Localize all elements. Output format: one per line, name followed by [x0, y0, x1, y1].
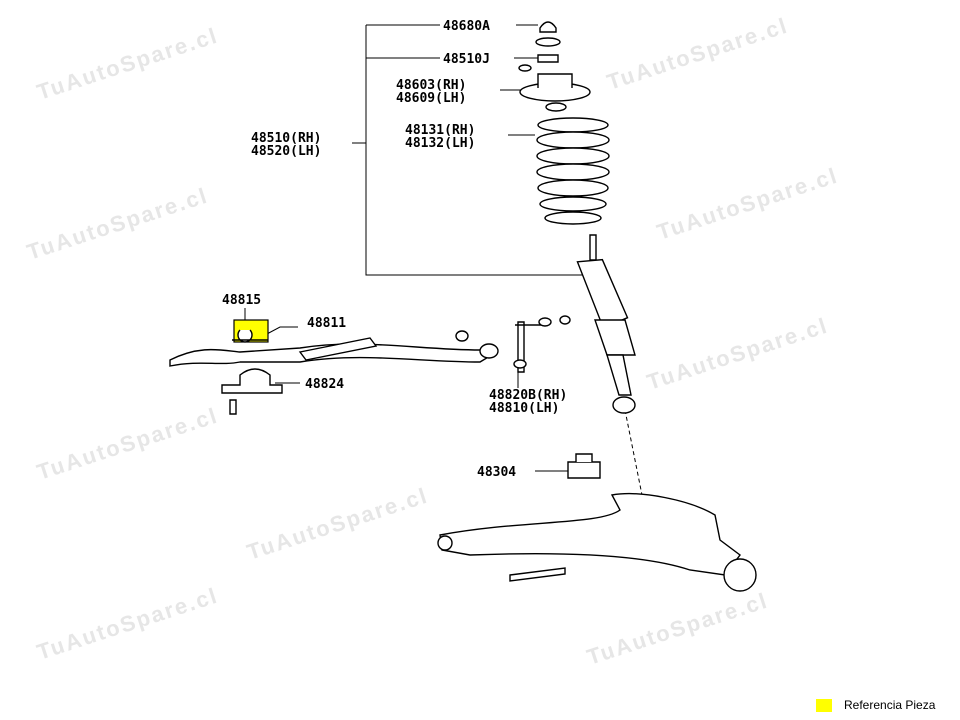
nut-48680A	[539, 21, 557, 33]
watermark-text: TuAutoSpare.cl	[34, 583, 221, 665]
bumper-48304	[567, 461, 601, 479]
lower-arm-assembly	[437, 453, 757, 592]
label-48810: 48810(LH)	[489, 401, 559, 416]
watermark-text: TuAutoSpare.cl	[34, 23, 221, 105]
coil-spring-48131	[536, 117, 610, 225]
label-48820B: 48820B(RH)	[489, 388, 567, 403]
legend-swatch-highlight	[816, 698, 832, 712]
label-48510J: 48510J	[443, 52, 490, 67]
shock-absorber-48510	[576, 258, 629, 329]
label-48824: 48824	[305, 377, 344, 392]
stabilizer-assembly	[169, 315, 571, 415]
bushing-48510J	[537, 54, 559, 63]
watermark-text: TuAutoSpare.cl	[604, 13, 791, 95]
label-48520: 48520(LH)	[251, 144, 321, 159]
part-labels: 48680A 48510J 48603(RH) 48609(LH) 48131(…	[222, 19, 567, 480]
legend: Referencia Pieza	[816, 698, 935, 712]
watermark-text: TuAutoSpare.cl	[654, 163, 841, 245]
label-48680A: 48680A	[443, 19, 490, 34]
label-48811: 48811	[307, 316, 346, 331]
legend-label: Referencia Pieza	[844, 698, 936, 712]
label-48603: 48603(RH)	[396, 78, 466, 93]
label-48304: 48304	[477, 465, 516, 480]
watermark-text: TuAutoSpare.cl	[34, 403, 221, 485]
label-48510: 48510(RH)	[251, 131, 321, 146]
bracket-48824	[221, 368, 283, 394]
watermark-text: TuAutoSpare.cl	[24, 183, 211, 265]
shock-rod	[589, 234, 597, 261]
label-48815: 48815	[222, 293, 261, 308]
label-48609: 48609(LH)	[396, 91, 466, 106]
label-48131: 48131(RH)	[405, 123, 475, 138]
label-48132: 48132(LH)	[405, 136, 475, 151]
lower-control-arm	[439, 493, 741, 576]
watermark-text: TuAutoSpare.cl	[644, 313, 831, 395]
watermark-text: TuAutoSpare.cl	[244, 483, 431, 565]
watermark-text: TuAutoSpare.cl	[584, 588, 771, 670]
strut-assembly	[518, 21, 636, 414]
